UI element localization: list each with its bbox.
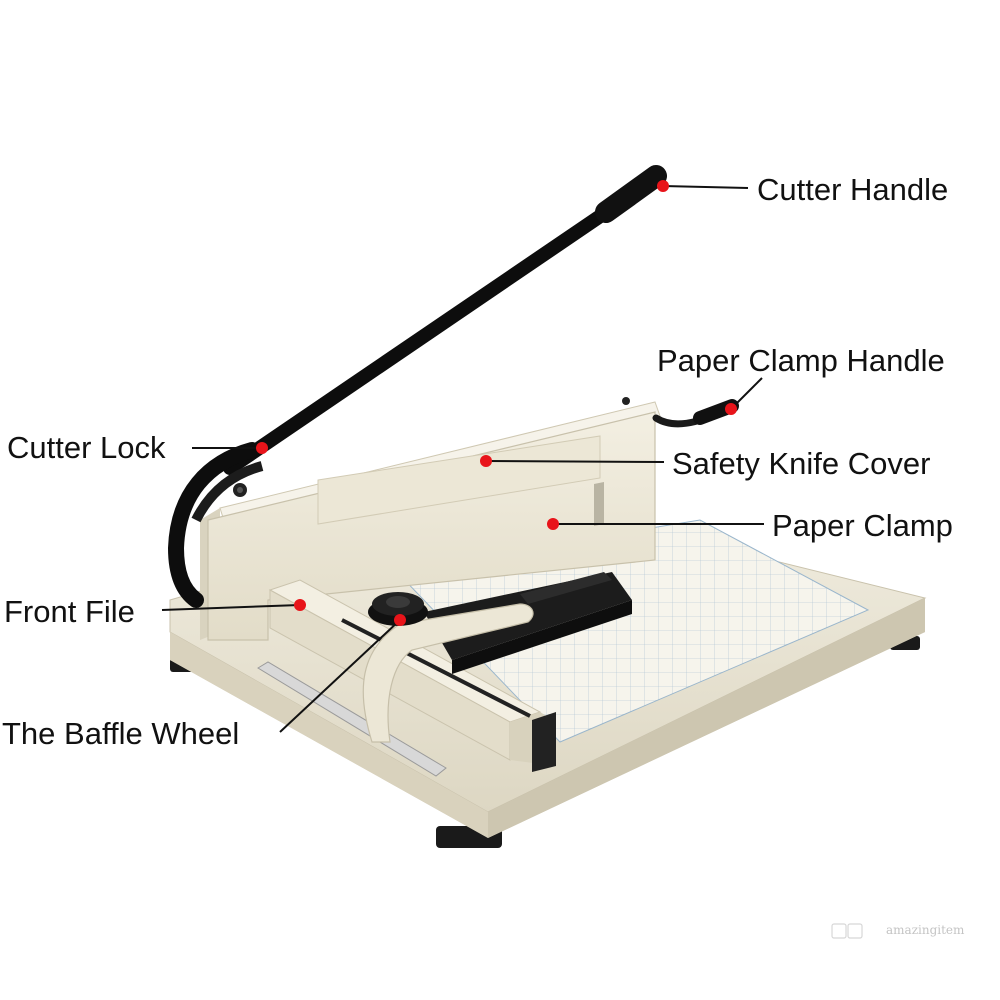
- marker-paper-clamp: [547, 518, 559, 530]
- baffle-arm: [362, 603, 534, 743]
- marker-cutter-lock: [256, 442, 268, 454]
- label-paper-clamp-handle: Paper Clamp Handle: [657, 343, 945, 378]
- leader-line-safety-knife-cover: [485, 460, 665, 463]
- marker-safety-knife-cover: [480, 455, 492, 467]
- label-cutter-lock: Cutter Lock: [7, 430, 166, 465]
- leader-lines: [161, 185, 764, 733]
- leader-line-baffle-wheel: [279, 619, 401, 733]
- marker-baffle-wheel: [394, 614, 406, 626]
- watermark-text: amazingitem: [886, 923, 965, 937]
- label-paper-clamp: Paper Clamp: [772, 508, 953, 543]
- label-cutter-handle: Cutter Handle: [757, 172, 949, 207]
- dhgate-logo-icon: [831, 923, 863, 939]
- leader-line-front-file: [161, 604, 301, 611]
- cutter-handle-shape: [167, 165, 667, 608]
- baffle-wheel-knob: [368, 592, 428, 626]
- label-front-file: Front File: [4, 594, 135, 629]
- marker-front-file: [294, 599, 306, 611]
- marker-paper-clamp-handle: [725, 403, 737, 415]
- label-baffle-wheel: The Baffle Wheel: [2, 716, 240, 751]
- leader-line-cutter-handle: [662, 185, 749, 189]
- cutter-body: [200, 401, 661, 641]
- markers: [256, 180, 737, 626]
- label-safety-knife-cover: Safety Knife Cover: [672, 446, 931, 481]
- leader-line-paper-clamp-handle: [730, 377, 763, 410]
- cutting-grid: [393, 519, 870, 743]
- marker-cutter-handle: [657, 180, 669, 192]
